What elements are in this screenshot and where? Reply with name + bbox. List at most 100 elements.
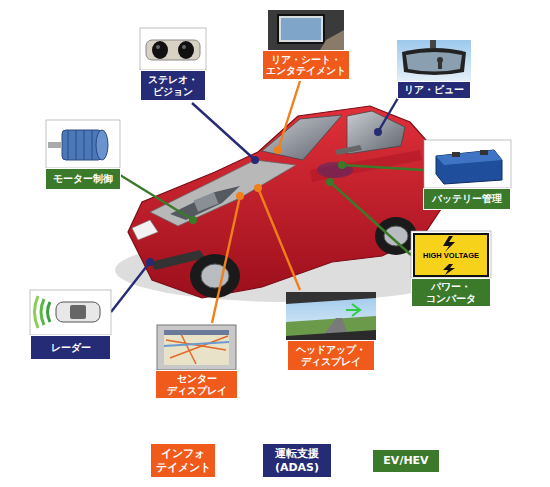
photo-rear-seat-part	[268, 10, 344, 50]
leader-dots-part	[254, 184, 262, 192]
photo-stereo-camera-part	[140, 28, 206, 70]
photo-motor-part	[92, 130, 93, 160]
photo-center-display-part	[164, 342, 229, 346]
photo-high-voltage-sign-part	[414, 234, 488, 276]
photo-head-up-display-part	[346, 304, 360, 316]
callout-label: バッテリー管理	[423, 188, 511, 210]
car-illustration-part	[128, 106, 447, 298]
leader-lines-part	[330, 182, 411, 255]
callout-text: センター ディスプレイ	[156, 373, 237, 396]
photo-radar-part	[30, 290, 111, 335]
legend-swatch: EV/HEV	[372, 449, 440, 473]
photo-rear-view-mirror	[397, 40, 471, 81]
photo-battery	[424, 140, 511, 188]
leader-dots-part	[189, 216, 197, 224]
photo-rear-view-mirror-part	[430, 40, 436, 48]
photo-rear-seat	[268, 10, 344, 50]
photo-high-voltage-sign-part	[443, 236, 455, 252]
leader-dots-part	[146, 258, 154, 266]
callout-label: レーダー	[30, 335, 111, 360]
photo-high-voltage-sign	[411, 231, 491, 278]
leader-lines-part	[258, 188, 300, 290]
leader-dots-part	[236, 192, 244, 200]
car-illustration-part	[335, 145, 362, 155]
photo-motor-part	[84, 130, 85, 160]
photo-motor-part	[46, 120, 120, 168]
leader-lines-part	[342, 165, 423, 170]
car-illustration-part	[170, 186, 240, 220]
leader-lines-part	[192, 103, 255, 160]
leader-dots	[146, 128, 382, 266]
car-illustration-part	[262, 115, 342, 160]
photo-head-up-display-part	[286, 316, 376, 340]
photo-motor-part	[68, 130, 69, 160]
photo-radar	[30, 290, 111, 335]
photo-motor	[46, 120, 120, 168]
photo-high-voltage-sign-part	[411, 231, 491, 278]
leader-dots-part	[338, 161, 346, 169]
legend-text: インフォ テイメント	[151, 447, 215, 475]
photo-battery-part	[452, 152, 460, 157]
photo-head-up-display-part	[286, 292, 376, 340]
callout-text: パワー・ コンバータ	[412, 281, 490, 304]
car-illustration-part	[310, 150, 422, 182]
legend-swatch: インフォ テイメント	[150, 443, 216, 478]
callout-text: リア・ビュー	[404, 84, 464, 95]
legend-text: 運転支援 (ADAS)	[263, 447, 331, 475]
photo-head-up-display-part	[286, 330, 376, 340]
leader-lines-part	[278, 81, 300, 150]
leader-dots-part	[251, 156, 259, 164]
legend-text: EV/HEV	[383, 454, 428, 468]
photo-stereo-camera-part	[156, 45, 160, 49]
callout-text: モーター制御	[53, 173, 113, 184]
photo-stereo-camera-part	[146, 40, 200, 60]
leader-dots-part	[374, 128, 382, 136]
photo-rear-seat-part	[281, 18, 321, 40]
photo-rear-view-mirror-part	[438, 62, 442, 69]
photo-head-up-display-part	[286, 292, 376, 304]
callout-label: リア・ビュー	[397, 81, 471, 99]
car-illustration-part	[190, 254, 240, 298]
callout-text: ヘッドアップ・ ディスプレイ	[288, 344, 374, 367]
photo-stereo-camera-part	[178, 41, 194, 59]
photo-radar-part	[70, 305, 86, 319]
photo-radar-part	[35, 296, 39, 328]
photo-battery-part	[480, 150, 488, 155]
photo-center-display-part	[164, 330, 229, 365]
leader-dots-part	[274, 146, 282, 154]
photo-radar-part	[41, 299, 44, 325]
photo-high-voltage-sign-part	[443, 264, 455, 275]
photo-stereo-camera	[140, 28, 206, 70]
car-illustration-part	[132, 220, 158, 240]
photo-battery-part	[424, 140, 511, 188]
callout-label: ヘッドアップ・ ディスプレイ	[287, 340, 375, 371]
photo-motor-part	[48, 142, 62, 148]
photo-radar-part	[56, 302, 100, 322]
photo-center-display-part	[166, 332, 228, 364]
photo-motor-part	[76, 130, 77, 160]
photo-rear-view-mirror-part	[402, 48, 466, 75]
sign-text: HIGH VOLTAGE	[423, 251, 479, 260]
leader-lines-part	[111, 262, 150, 312]
photo-rear-view-mirror-part	[397, 40, 471, 81]
callout-text: リア・シート・ エンタテイメント	[263, 54, 349, 77]
photo-rear-view-mirror-part	[406, 52, 462, 72]
callout-label: センター ディスプレイ	[155, 370, 238, 399]
photo-battery-part	[436, 150, 502, 184]
photo-rear-seat-part	[278, 15, 324, 43]
callout-label: パワー・ コンバータ	[411, 278, 491, 307]
photo-radar-part	[48, 302, 51, 322]
photo-head-up-display	[286, 292, 376, 340]
callout-text: バッテリー管理	[432, 193, 502, 204]
leader-lines-part	[212, 196, 240, 323]
callout-label: モーター制御	[45, 168, 121, 190]
leader-dots-part	[326, 178, 334, 186]
car-illustration-part	[150, 160, 296, 226]
photo-center-display-part	[164, 330, 229, 335]
leader-lines-part	[120, 175, 193, 220]
photo-center-display-part	[157, 325, 236, 370]
leader-lines	[111, 81, 423, 323]
leader-lines-part	[378, 98, 398, 132]
car-illustration-part	[194, 192, 219, 211]
photo-rear-seat-part	[320, 30, 344, 50]
